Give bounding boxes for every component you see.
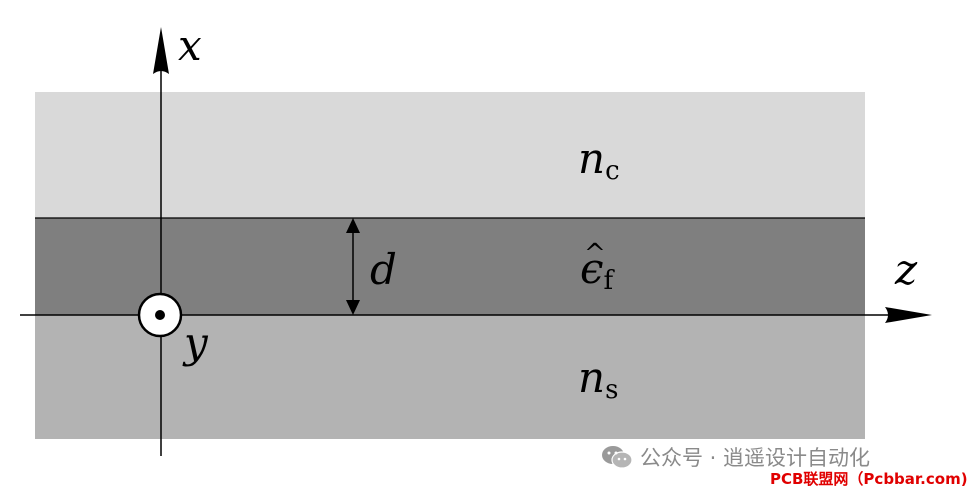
- film-permittivity-symbol: ϵ: [580, 244, 604, 293]
- x-axis-label: x: [178, 21, 202, 70]
- substrate-layer: [35, 315, 865, 439]
- substrate-index-label: ns: [578, 353, 618, 405]
- watermark-text: 公众号 · 逍遥设计自动化: [640, 446, 871, 470]
- wechat-icon: [602, 446, 633, 469]
- thickness-arrow-bottom-head: [346, 300, 360, 315]
- z-axis-arrowhead: [885, 307, 932, 323]
- substrate-index-subscript: s: [605, 375, 618, 405]
- cladding-index-symbol: n: [578, 134, 605, 183]
- wechat-watermark: 公众号 · 逍遥设计自动化: [600, 442, 870, 472]
- cladding-index-subscript: c: [605, 156, 620, 186]
- z-axis-label: z: [894, 245, 918, 294]
- y-axis-label: y: [182, 318, 209, 367]
- cladding-layer: [35, 92, 865, 218]
- site-credit: PCB联盟网（Pcbbar.com): [770, 470, 967, 488]
- thickness-arrow-top-head: [346, 218, 360, 233]
- film-permittivity-subscript: f: [604, 266, 616, 296]
- y-axis-out-of-page-dot: [155, 310, 165, 320]
- substrate-index-symbol: n: [578, 353, 605, 402]
- cladding-index-label: nc: [578, 134, 620, 186]
- x-axis-arrowhead: [153, 27, 169, 74]
- film-permittivity-label: ϵf: [580, 244, 616, 296]
- thickness-label: d: [370, 245, 397, 294]
- film-permittivity-hat: ^: [584, 239, 606, 269]
